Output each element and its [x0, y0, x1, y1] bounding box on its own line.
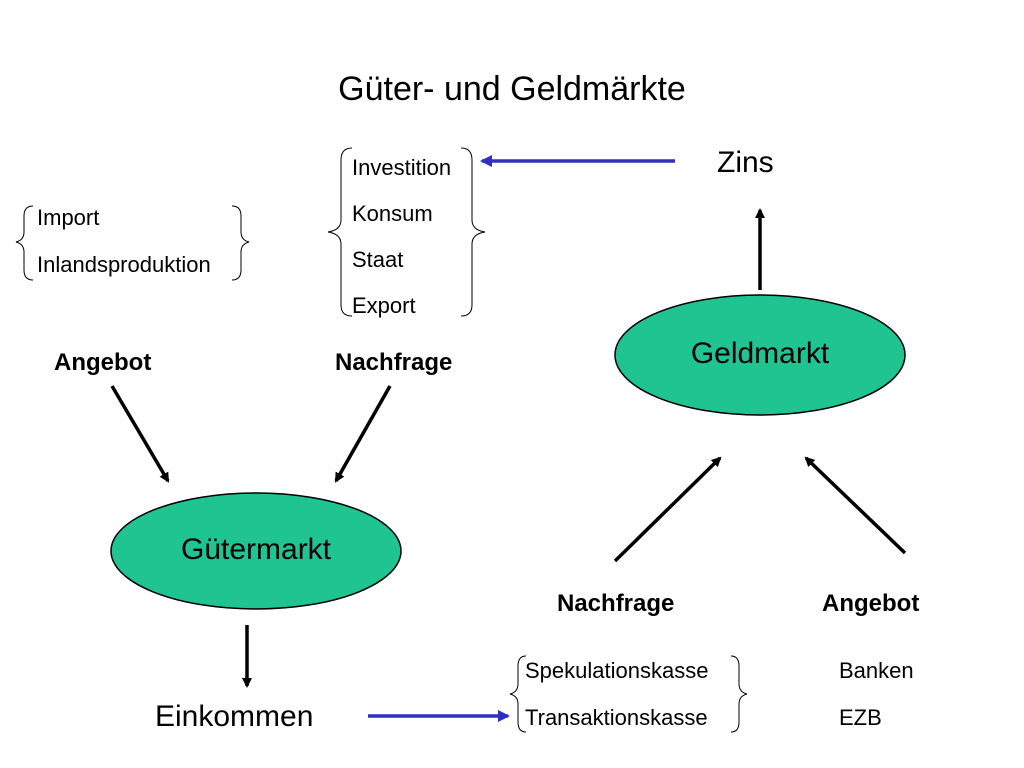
demand-items-left-brace	[327, 147, 353, 317]
demand-items-right-brace	[460, 147, 486, 317]
supply-item-import: Import	[37, 205, 100, 230]
arrow-supply-to-goods-market	[110, 385, 170, 483]
income-label: Einkommen	[155, 700, 314, 733]
goods-demand-label: Nachfrage	[335, 349, 453, 376]
goods-supply-label: Angebot	[54, 349, 152, 376]
arrow-money-supply-to-market	[804, 456, 907, 555]
demand-item-investment: Investition	[352, 155, 452, 180]
money-demand-label: Nachfrage	[557, 590, 675, 617]
money-demand-item-transaction: Transaktionskasse	[525, 705, 708, 730]
money-items-right-brace	[730, 655, 748, 733]
interest-label: Zins	[717, 146, 774, 179]
goods-market-label: Gütermarkt	[180, 533, 332, 566]
supply-item-domestic-production: Inlandsproduktion	[37, 252, 211, 277]
demand-item-consumption: Konsum	[352, 201, 433, 226]
arrow-demand-to-goods-market	[334, 385, 392, 483]
demand-item-export: Export	[352, 293, 416, 318]
goods-market-ellipse	[110, 492, 402, 610]
supply-items-left-brace	[15, 205, 34, 281]
supply-items-right-brace	[231, 205, 250, 281]
money-market-label: Geldmarkt	[690, 337, 830, 370]
arrow-money-demand-to-market	[613, 456, 722, 563]
money-supply-label: Angebot	[822, 590, 920, 617]
money-items-left-brace	[509, 655, 527, 733]
money-supply-item-banks: Banken	[839, 658, 914, 683]
demand-item-state: Staat	[352, 247, 404, 272]
money-demand-item-speculation: Spekulationskasse	[525, 658, 709, 683]
money-market-ellipse	[614, 294, 906, 416]
money-supply-item-ecb: EZB	[839, 705, 882, 730]
page-title: Güter- und Geldmärkte	[338, 70, 686, 108]
